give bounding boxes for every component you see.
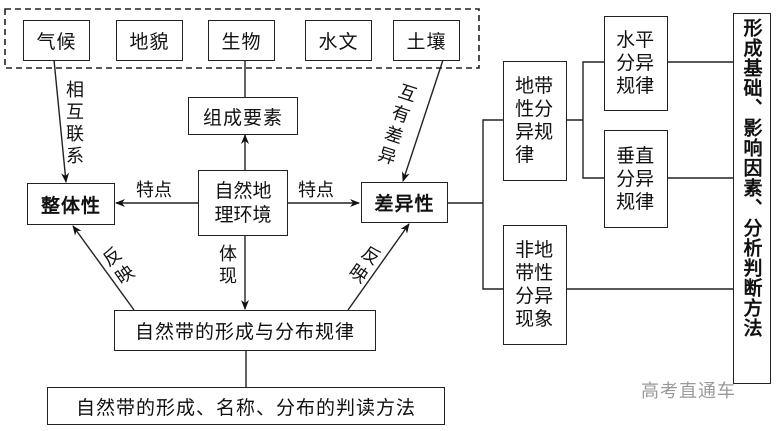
- node-label: 垂直分异规律: [616, 144, 655, 213]
- label-feature-right: 特点: [298, 180, 334, 201]
- node-vertical: 垂直分异规律: [604, 130, 668, 228]
- node-biology: 生物: [208, 20, 275, 61]
- line-sub-branch: [582, 61, 604, 179]
- node-hydrology: 水文: [305, 20, 372, 61]
- node-label: 自然地理环境: [214, 180, 272, 226]
- label-feature-left: 特点: [136, 180, 172, 201]
- node-environment: 自然地理环境: [198, 170, 288, 236]
- node-label: 土壤: [406, 31, 447, 53]
- node-nonzonal: 非地带性分异现象: [503, 225, 567, 345]
- node-label: 组成要素: [202, 106, 283, 129]
- node-natural-zone: 自然带的形成与分布规律: [114, 310, 376, 351]
- node-label: 水文: [318, 31, 359, 53]
- node-label: 整体性: [40, 194, 101, 217]
- node-label: 形成基础、影响因素、分析判断方法: [740, 18, 763, 338]
- node-soil: 土壤: [393, 20, 460, 61]
- node-label: 自然带的形成、名称、分布的判读方法: [75, 396, 416, 419]
- label-mutual-link: 相互联系: [66, 80, 84, 167]
- node-label: 气候: [36, 31, 77, 53]
- node-zonal: 地带性分异规律: [503, 61, 567, 181]
- line-branch-vertical: [482, 119, 503, 290]
- node-methods: 形成基础、影响因素、分析判断方法: [733, 13, 771, 384]
- node-label: 差异性: [374, 193, 435, 215]
- arrow-soil-difference: [402, 59, 444, 182]
- node-label: 地貌: [129, 31, 170, 53]
- elements-group-frame: [4, 8, 480, 69]
- node-judgement: 自然带的形成、名称、分布的判读方法: [47, 387, 445, 425]
- node-label: 地带性分异规律: [515, 75, 554, 166]
- node-label: 水平分异规律: [616, 29, 655, 97]
- node-climate: 气候: [23, 20, 90, 61]
- label-embody: 体现: [219, 244, 237, 287]
- node-horizontal: 水平分异规律: [604, 16, 668, 111]
- arrow-climate-integrity: [53, 59, 70, 183]
- arrow-reflect-integrity: [72, 225, 135, 311]
- node-label: 生物: [221, 31, 262, 53]
- node-label: 自然带的形成与分布规律: [134, 321, 355, 343]
- node-components: 组成要素: [188, 97, 298, 135]
- node-difference: 差异性: [361, 182, 448, 223]
- watermark: 高考直通车: [641, 381, 736, 402]
- node-label: 非地带性分异现象: [515, 239, 554, 330]
- node-integrity: 整体性: [27, 183, 115, 225]
- node-landform: 地貌: [116, 20, 183, 61]
- arrow-reflect-difference: [347, 223, 410, 311]
